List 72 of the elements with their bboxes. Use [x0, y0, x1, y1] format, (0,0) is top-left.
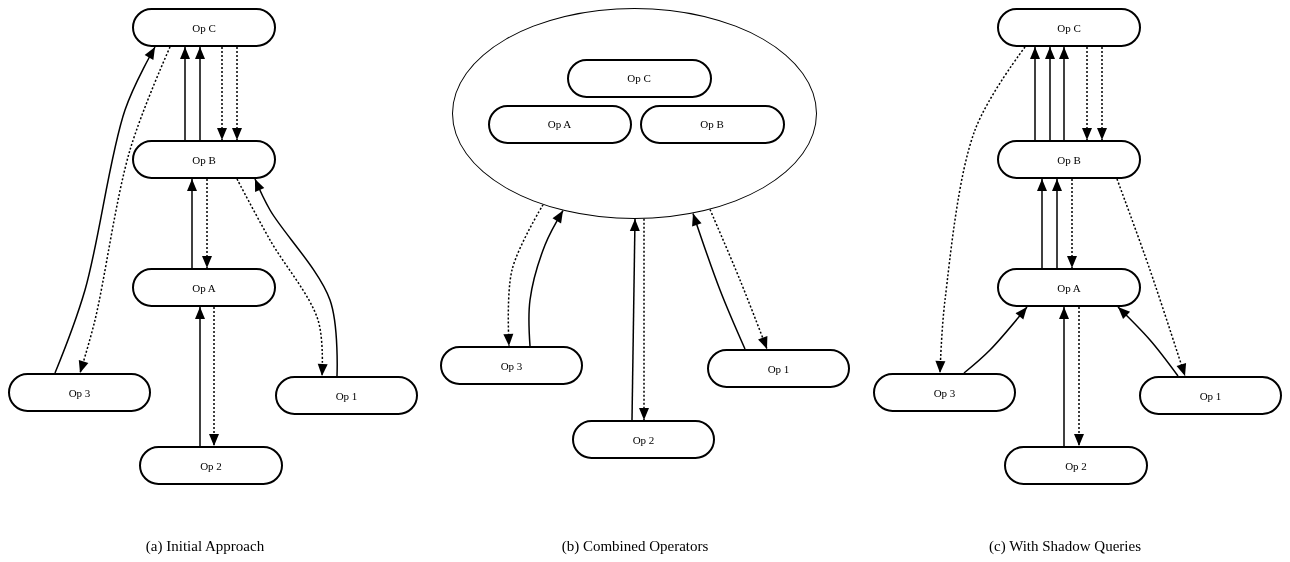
operator-box: [997, 140, 1141, 179]
operator-box: [132, 268, 276, 307]
operator-box: [440, 346, 583, 385]
arrow: [1045, 46, 1055, 141]
node-label: Op C: [1057, 21, 1081, 34]
node-label: Op C: [192, 21, 216, 34]
arrow: [1059, 46, 1069, 141]
node-label: Op A: [1057, 281, 1081, 294]
arrow: [54, 46, 156, 374]
arrow: [963, 306, 1028, 374]
arrow: [528, 209, 564, 347]
operator-box: [1004, 446, 1148, 485]
operator-box: [997, 268, 1141, 307]
operator-box: [873, 373, 1016, 412]
dotted-arrow: [1097, 46, 1107, 141]
node-label: Op A: [192, 281, 216, 294]
operator-box: [139, 446, 283, 485]
dotted-arrow: [709, 208, 768, 350]
operator-box: [275, 376, 418, 415]
arrow: [254, 178, 338, 377]
arrow: [1059, 306, 1069, 447]
operator-box: [132, 140, 276, 179]
operator-box: [1139, 376, 1282, 415]
arrow: [692, 212, 746, 350]
node-label: Op 3: [68, 386, 91, 399]
dotted-arrow: [935, 46, 1026, 374]
operator-box: [639, 104, 785, 144]
arrow: [195, 306, 205, 447]
arrow: [1037, 178, 1047, 269]
node-label: Op B: [1057, 153, 1081, 166]
operator-box: [997, 8, 1141, 47]
dotted-arrow: [503, 204, 544, 347]
node-label: Op 1: [335, 389, 358, 402]
operator-box: [487, 104, 632, 144]
operator-box: [132, 8, 276, 47]
combined-operator-ellipse: [452, 8, 817, 219]
operator-box: [8, 373, 151, 412]
dotted-arrow: [1074, 306, 1084, 447]
node-label: Op C: [627, 72, 651, 84]
figure-caption: (a) Initial Approach: [145, 538, 265, 555]
node-label: Op 3: [933, 386, 956, 399]
node-label: Op 2: [200, 459, 222, 472]
dotted-arrow: [1082, 46, 1092, 141]
node-label: Op 2: [1065, 459, 1087, 472]
dotted-arrow: [217, 46, 227, 141]
operator-box: [572, 420, 715, 459]
dotted-arrow: [1116, 178, 1187, 377]
node-label: Op 1: [767, 362, 790, 375]
dotted-arrow: [639, 218, 649, 421]
dotted-arrow: [78, 46, 171, 374]
operator-box: [707, 349, 850, 388]
arrow: [629, 218, 640, 421]
operator-box: [566, 58, 712, 98]
arrow: [195, 46, 205, 141]
arrow: [180, 46, 190, 141]
node-label: Op 1: [1199, 389, 1222, 402]
node-label: Op B: [700, 118, 724, 130]
node-label: Op B: [192, 153, 216, 166]
arrow: [1117, 306, 1179, 377]
node-label: Op 2: [632, 433, 655, 446]
dotted-arrow: [232, 46, 242, 141]
node-label: Op 3: [500, 359, 523, 372]
figure-caption: (c) With Shadow Queries: [989, 538, 1141, 555]
arrow: [1052, 178, 1062, 269]
figure-caption: (b) Combined Operators: [561, 538, 709, 555]
arrow: [187, 178, 197, 269]
dotted-arrow: [209, 306, 219, 447]
dotted-arrow: [202, 178, 212, 269]
dotted-arrow: [1067, 178, 1077, 269]
dotted-arrow: [236, 178, 328, 377]
node-label: Op A: [547, 118, 572, 130]
arrow: [1030, 46, 1040, 141]
